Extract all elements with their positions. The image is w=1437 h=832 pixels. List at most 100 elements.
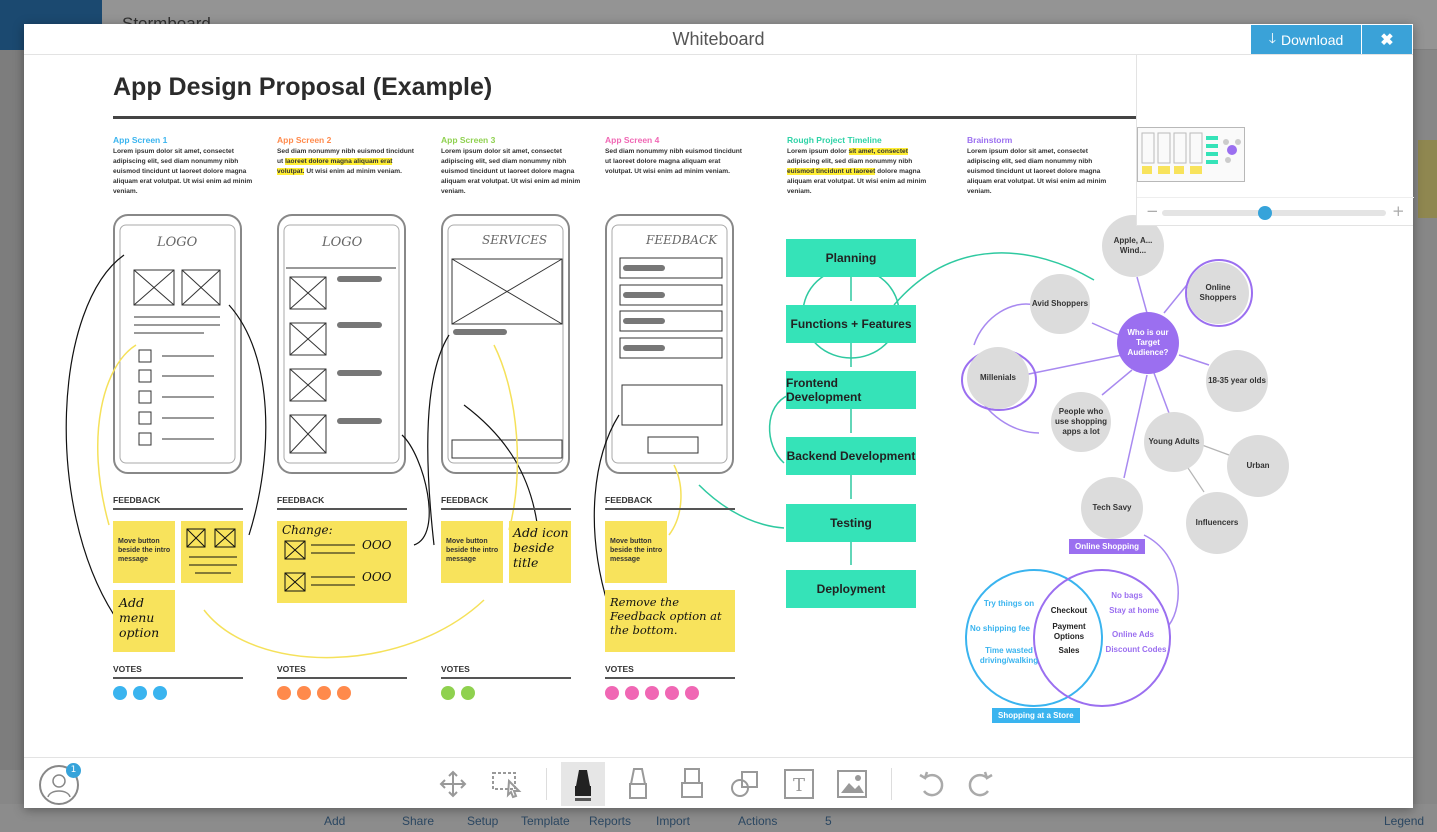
column-body-screen4: Sed diam nonummy nibh euismod tincidunt … xyxy=(605,148,743,175)
bubble-millenials: Millenials xyxy=(967,347,1029,409)
marker-tool[interactable] xyxy=(561,762,605,806)
note-change-title: Change: xyxy=(282,523,333,537)
votes-label-3: VOTES xyxy=(441,664,470,674)
venn-right-1: Stay at home xyxy=(1109,606,1159,615)
sticky-note-change[interactable] xyxy=(277,521,407,603)
image-tool[interactable] xyxy=(830,762,874,806)
screen1-logo-label: LOGO xyxy=(157,235,198,250)
zoom-in-icon[interactable]: + xyxy=(1392,202,1405,220)
undo-button[interactable] xyxy=(909,762,953,806)
toolbar-separator xyxy=(891,768,892,800)
divider xyxy=(113,508,243,510)
vote-dot xyxy=(645,686,659,700)
shape-tool[interactable] xyxy=(723,762,767,806)
sticky-note[interactable] xyxy=(605,521,667,583)
vote-dot xyxy=(441,686,455,700)
bg-setup-label: Setup xyxy=(467,814,499,828)
column-title-timeline: Rough Project Timeline xyxy=(787,135,882,145)
move-tool[interactable] xyxy=(431,762,475,806)
marker-icon xyxy=(575,770,591,801)
divider xyxy=(113,677,243,679)
feedback-label-1: FEEDBACK xyxy=(113,495,161,505)
timeline-testing: Testing xyxy=(786,504,916,542)
sticky-note[interactable] xyxy=(113,521,175,583)
note-remove-feedback: Remove the Feedback option at the bottom… xyxy=(610,595,722,637)
zoom-out-icon[interactable]: − xyxy=(1146,202,1159,220)
vote-dot xyxy=(317,686,331,700)
vote-dot xyxy=(337,686,351,700)
download-button[interactable]: 🡓 Download xyxy=(1251,25,1361,54)
close-icon: ✖ xyxy=(1380,31,1394,49)
bubble-people-apps: People who use shopping apps a lot xyxy=(1051,392,1111,452)
highlighter-icon xyxy=(629,768,647,799)
redo-button[interactable] xyxy=(959,762,1003,806)
note-add-icon: Add icon beside title xyxy=(513,525,569,570)
wireframe-sketches xyxy=(65,214,1253,707)
divider xyxy=(441,508,571,510)
image-icon xyxy=(837,770,867,798)
sticky-note-remove-feedback[interactable] xyxy=(605,590,735,652)
svg-text:T: T xyxy=(793,775,805,796)
body-text: adipiscing elit, sed diam nonummy nibh xyxy=(787,158,913,165)
column-body-screen2: Sed diam nonummy nibh euismod tincidunt … xyxy=(277,147,417,177)
user-button[interactable]: 1 xyxy=(39,763,81,805)
divider xyxy=(441,677,571,679)
vote-dot xyxy=(277,686,291,700)
background-sticky-note xyxy=(1418,140,1437,218)
highlighted-text: sit amet, consectet xyxy=(848,148,908,155)
background-bottombar xyxy=(0,804,1437,832)
minimap-thumbnail[interactable] xyxy=(1137,127,1245,182)
sticky-note-add-menu[interactable] xyxy=(113,590,175,652)
select-icon xyxy=(492,772,522,799)
bubble-tech-savy: Tech Savy xyxy=(1081,477,1143,539)
zoom-slider-handle[interactable] xyxy=(1258,206,1272,220)
eraser-icon xyxy=(681,768,703,798)
note-move-button-4: Move button beside the intro message xyxy=(610,538,663,563)
votes-label-4: VOTES xyxy=(605,664,634,674)
bubble-online-shoppers: Online Shoppers xyxy=(1187,262,1249,324)
venn-center-1: Payment Options xyxy=(1052,622,1086,641)
bg-reports-label: Reports xyxy=(589,814,632,828)
vote-dot xyxy=(461,686,475,700)
body-text: dolore magna aliquam erat volutpat. Ut w… xyxy=(787,168,927,195)
redo-icon xyxy=(968,771,993,797)
note-add-menu: Add menu option xyxy=(119,595,160,640)
sticky-note-add-icon[interactable] xyxy=(509,521,571,583)
note-ooo-2: OOO xyxy=(362,570,392,584)
feedback-label-4: FEEDBACK xyxy=(605,495,653,505)
column-body-timeline: Lorem ipsum dolor sit amet, consectet ad… xyxy=(787,147,927,197)
venn-center-2: Sales xyxy=(1058,646,1080,655)
bubble-center: Who is our Target Audience? xyxy=(1117,312,1179,374)
eraser-tool[interactable] xyxy=(670,762,714,806)
text-tool[interactable]: T xyxy=(777,762,821,806)
sticky-note[interactable] xyxy=(441,521,503,583)
screen3-services-label: SERVICES xyxy=(482,233,548,247)
vote-dot xyxy=(685,686,699,700)
body-text: Ut wisi enim ad minim veniam. xyxy=(304,168,402,175)
bubble-young-adults: Young Adults xyxy=(1144,412,1204,472)
title-underline xyxy=(113,116,1143,119)
user-count-badge: 1 xyxy=(66,763,81,778)
divider xyxy=(277,677,407,679)
body-text: Sed diam nonummy nibh euismod tincidunt … xyxy=(277,148,415,165)
note-change-drawing xyxy=(284,540,355,592)
bubble-influencers: Influencers xyxy=(1186,492,1248,554)
timeline-backend: Backend Development xyxy=(786,437,916,475)
bg-import-label: Import xyxy=(656,814,691,828)
zoom-slider-track[interactable] xyxy=(1162,210,1386,216)
close-button[interactable]: ✖ xyxy=(1362,25,1412,54)
modal-header: Whiteboard 🡓 Download ✖ xyxy=(24,24,1413,55)
vote-dot xyxy=(605,686,619,700)
venn-tag-online: Online Shopping xyxy=(1069,539,1145,554)
venn-right-0: No bags xyxy=(1111,591,1143,600)
select-tool[interactable] xyxy=(485,762,529,806)
zoom-control: − + xyxy=(1137,197,1414,225)
vote-dot xyxy=(113,686,127,700)
venn-tag-store: Shopping at a Store xyxy=(992,708,1080,723)
highlighter-tool[interactable] xyxy=(616,762,660,806)
move-icon xyxy=(439,770,467,798)
venn-left-1: No shipping fee xyxy=(970,624,1030,633)
divider xyxy=(605,677,735,679)
divider xyxy=(605,508,735,510)
vote-dot xyxy=(297,686,311,700)
